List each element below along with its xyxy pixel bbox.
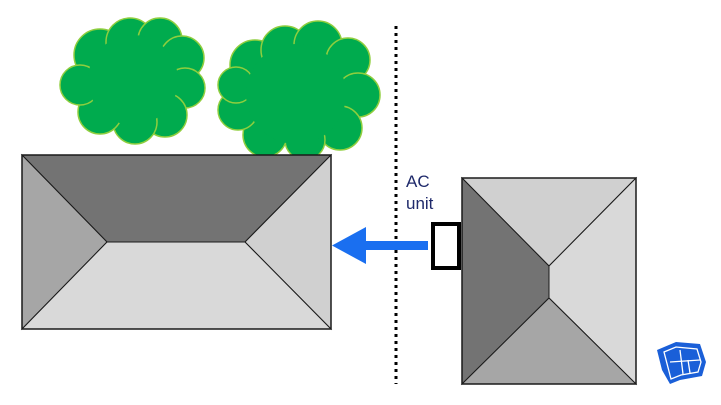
blueprint-logo-icon [657, 342, 706, 384]
tree-right [217, 20, 381, 161]
ac-label-line1: AC [406, 172, 430, 191]
house-left-roof [20, 153, 333, 331]
airflow-arrow [332, 227, 428, 264]
ac-unit [431, 222, 461, 270]
house-right-roof [460, 176, 638, 386]
tree-left [59, 17, 206, 145]
ac-label-line2: unit [406, 194, 434, 213]
